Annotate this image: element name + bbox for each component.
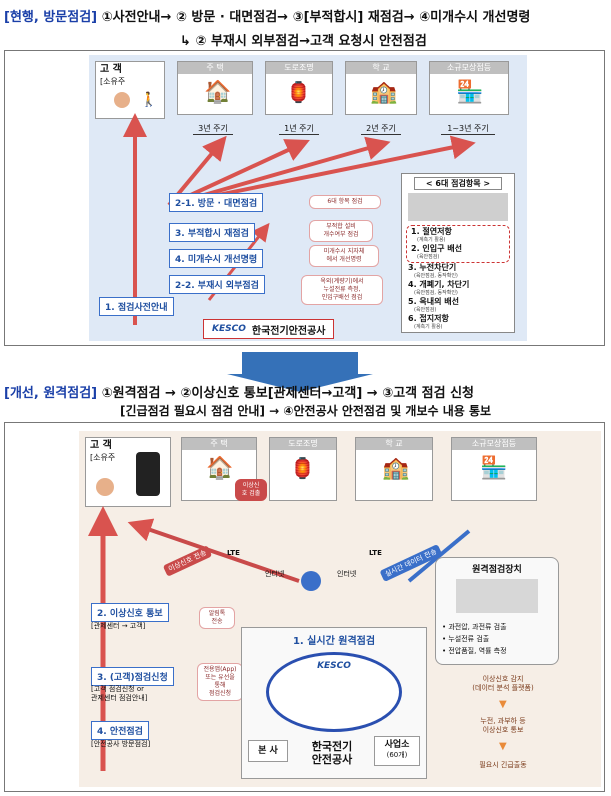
flow-detect: 이상신호 감지 (데이터 분석 플랫폼) — [472, 675, 534, 692]
b-building-shop: 소규모상점등🏪 — [451, 437, 537, 501]
step-safety-sub: [안전공사 방문점검] — [91, 740, 151, 748]
top-customer-box: 고 객[소유주 🚶 — [95, 61, 165, 119]
step-safety-inspection: 4. 안전점검 — [91, 721, 149, 740]
device-title: 원격점검장치 — [472, 565, 522, 575]
kesco-name: 한국전기안전공사 — [251, 325, 326, 337]
flow-dispatch: 필요시 긴급출동 — [479, 761, 527, 769]
step-absent-inspection: 2-2. 부재시 외부점검 — [169, 275, 265, 294]
internet-right: 인터넷 — [337, 570, 357, 578]
down-arrow-tip — [227, 374, 373, 392]
device-image — [456, 579, 538, 613]
cycle-shop: 1~3년 주기 — [441, 123, 495, 135]
alert-detected-label: 이상신 호 검출 — [235, 479, 267, 501]
building-shop: 소규모상점등🏪 — [429, 61, 509, 115]
note-six-items: 6대 항목 점검 — [309, 195, 381, 209]
smartphone-icon — [136, 452, 160, 496]
b-kesco-logo: KESCO — [317, 661, 351, 671]
step-request-sub: [고객 점검신청 or 관제센터 점검안내] — [91, 685, 148, 702]
note-app-request: 전용앱(App) 또는 유선을 통해 점검신청 — [197, 663, 243, 701]
hq-box: 본 사 — [248, 740, 288, 762]
down-arrow — [242, 352, 358, 374]
remote-device-box: 원격점검장치 • 과전압, 과전류 검출 • 누설전류 검출 • 전압품질, 역… — [435, 557, 559, 665]
note-kakao: 알림톡 전송 — [199, 607, 235, 629]
six-inspection-items: < 6대 점검항목 > 1. 절연저항(계측기 활용) 2. 인입구 배선(육안… — [401, 173, 515, 333]
step-reinspection: 3. 부적합시 재점검 — [169, 223, 255, 242]
bottom-header-line2: [긴급점검 필요시 점검 안내] → ④안전공사 안전점검 및 개보수 내용 통… — [120, 404, 492, 418]
flow-arrow-1: ▼ — [499, 699, 507, 710]
top-panel: 고 객[소유주 🚶 주 택🏠 도로조명🏮 학 교🏫 소규모상점등🏪 3년 주기 … — [4, 50, 605, 346]
cycle-streetlight: 1년 주기 — [279, 123, 319, 135]
branch-box: 사업소 (60개) — [374, 736, 420, 766]
step-advance-notice: 1. 점검사전안내 — [99, 297, 174, 316]
control-center-circle: KESCO — [266, 652, 402, 732]
top-header-line1: [현행, 방문점검] ①사전안내→ ② 방문 · 대면점검→ ③[부적합시] 재… — [4, 6, 530, 25]
top-line1-text: ①사전안내→ ② 방문 · 대면점검→ ③[부적합시] 재점검→ ④미개수시 개… — [97, 10, 531, 25]
building-school: 학 교🏫 — [345, 61, 417, 115]
step-alert-sub: [관제센터 → 고객] — [91, 622, 146, 630]
step-visit-inspection: 2-1. 방문 · 대면점검 — [169, 193, 264, 212]
note-improvement-order: 미개수시 지자체 에서 개선명령 — [309, 245, 379, 267]
note-absent-inspection: 옥외(계량기)에서 누설전류 측정, 인입구배선 점검 — [301, 275, 383, 305]
note-reinspection: 부적합 설비 개수여부 점검 — [309, 220, 373, 242]
bottom-customer-box: 고 객[소유주 — [85, 437, 171, 507]
cycle-house: 3년 주기 — [193, 123, 233, 135]
top-header-line2: ↳ ② 부재시 외부점검→고객 요청시 안전점검 — [180, 34, 427, 49]
building-streetlight: 도로조명🏮 — [265, 61, 333, 115]
bottom-panel: 고 객[소유주 주 택🏠 이상신 호 검출 도로조명🏮 학 교🏫 소규모상점등🏪… — [4, 422, 605, 792]
lte-right: LTE — [369, 549, 382, 557]
top-tag: [현행, 방문점검] — [4, 10, 98, 25]
cycle-school: 2년 주기 — [361, 123, 401, 135]
bottom-diagram-area: 고 객[소유주 주 택🏠 이상신 호 검출 도로조명🏮 학 교🏫 소규모상점등🏪… — [79, 431, 601, 787]
flow-arrow-2: ▼ — [499, 741, 507, 752]
realtime-title: 1. 실시간 원격점검 — [292, 636, 376, 647]
internet-left: 인터넷 — [265, 570, 285, 578]
bottom-line1-text: ①원격점검 → ②이상신호 통보[관제센터→고객] → ③고객 점검 신청 — [97, 386, 475, 401]
person-icon — [114, 92, 130, 108]
top-diagram-area: 고 객[소유주 🚶 주 택🏠 도로조명🏮 학 교🏫 소규모상점등🏪 3년 주기 … — [89, 55, 527, 341]
walking-person-icon: 🚶 — [140, 92, 158, 108]
top-customer-label: 고 객[소유주 — [100, 64, 126, 86]
bottom-header-line1: [개선, 원격점검] ①원격점검 → ②이상신호 통보[관제센터→고객] → ③… — [4, 382, 474, 401]
six-items-title: < 6대 점검항목 > — [414, 177, 502, 190]
org-name: 한국전기 안전공사 — [311, 740, 353, 766]
flow-notify: 누전, 과부하 등 이상신호 통보 — [480, 717, 526, 734]
six-items-highlight: 1. 절연저항(계측기 활용) 2. 인입구 배선(육안점검) — [406, 225, 510, 263]
b-building-streetlight: 도로조명🏮 — [269, 437, 337, 501]
kesco-logo: KESCO — [212, 324, 246, 334]
building-house: 주 택🏠 — [177, 61, 253, 115]
lte-left: LTE — [227, 549, 240, 557]
bottom-tag: [개선, 원격점검] — [4, 386, 98, 401]
kesco-org-box: KESCO 한국전기안전공사 — [203, 319, 335, 339]
inspection-photo — [408, 193, 508, 221]
step-improvement-order: 4. 미개수시 개선명령 — [169, 249, 264, 268]
step-customer-request: 3. (고객)점검신청 — [91, 667, 174, 686]
person-icon — [96, 478, 114, 496]
b-building-school: 학 교🏫 — [355, 437, 433, 501]
realtime-center: 1. 실시간 원격점검 KESCO 본 사 한국전기 안전공사 사업소 (60개… — [241, 627, 427, 779]
step-alert-notify: 2. 이상신호 통보 — [91, 603, 169, 622]
